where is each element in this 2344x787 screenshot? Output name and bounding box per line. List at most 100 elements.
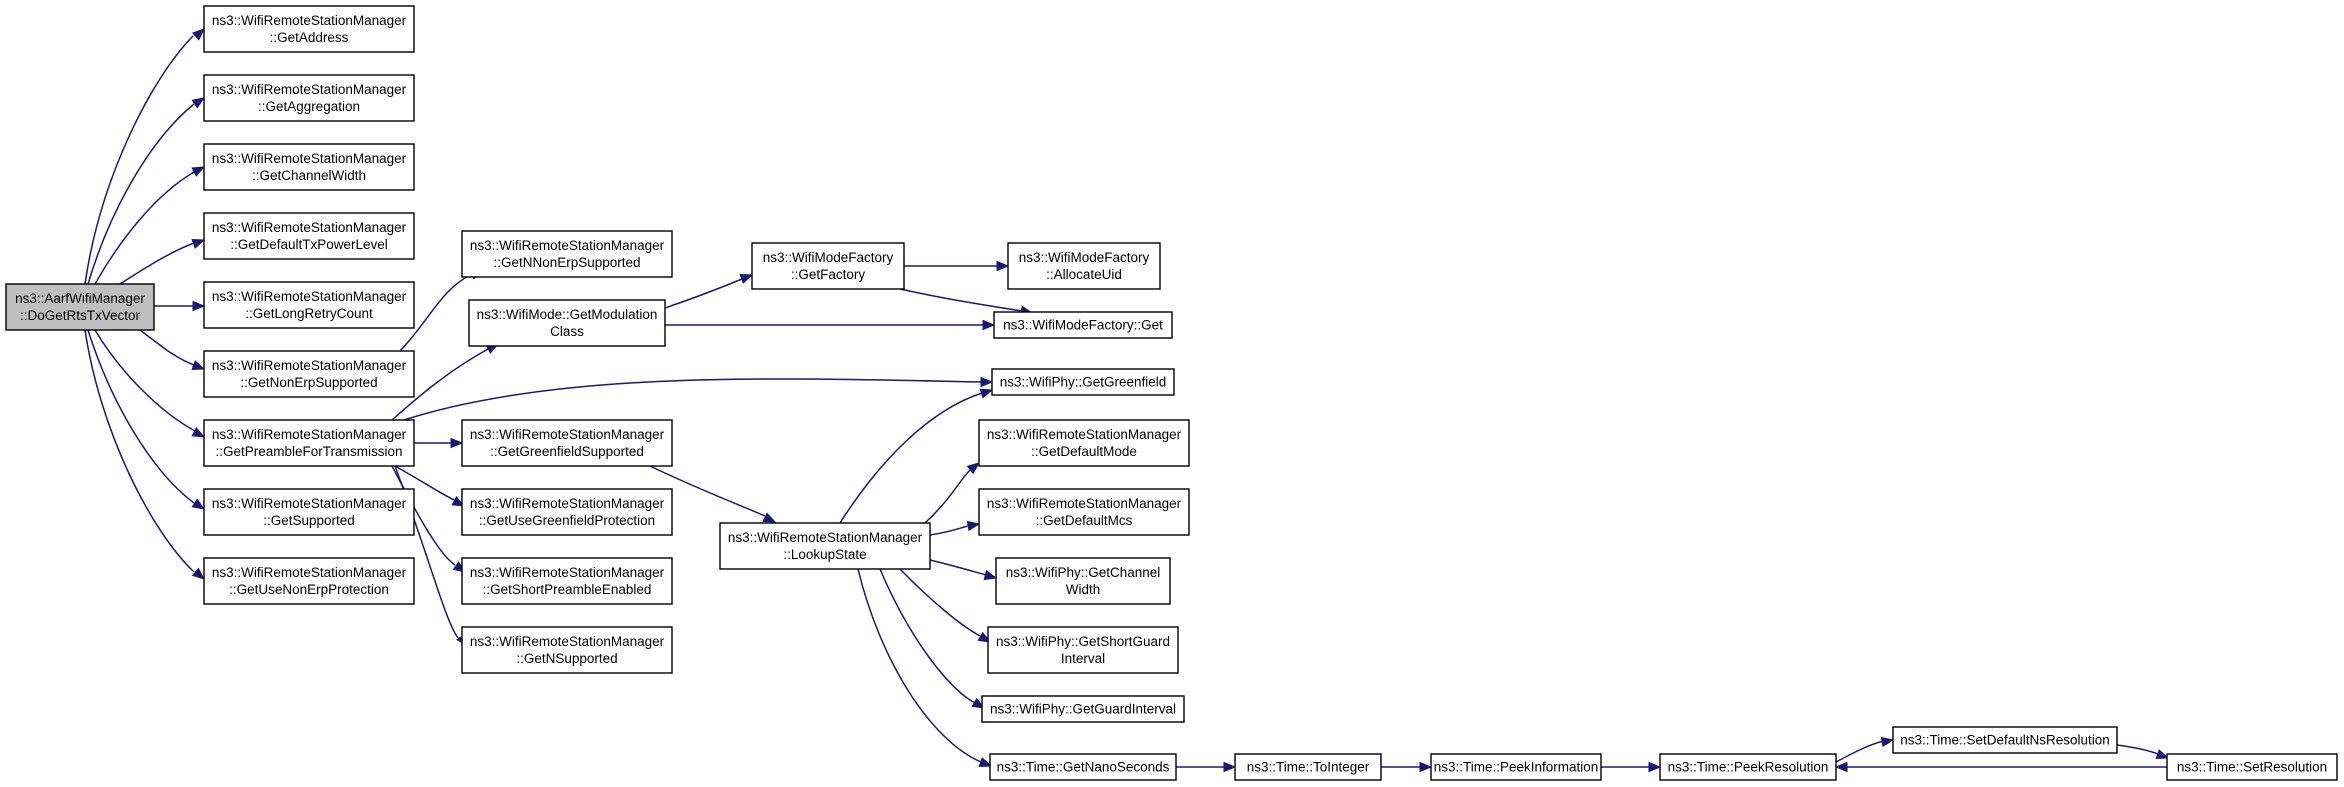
node-label: ns3::WifiRemoteStationManager: [728, 530, 923, 545]
node-glrc[interactable]: ns3::WifiRemoteStationManager::GetLongRe…: [203, 281, 415, 329]
node-box: [987, 626, 1179, 674]
arrowhead-icon: [450, 437, 464, 449]
arrowhead-icon: [191, 28, 205, 41]
node-box: [203, 143, 415, 191]
edge-line: [84, 35, 194, 285]
node-box: [1234, 753, 1382, 781]
edge-lstate-to-gdmcs: [929, 520, 981, 536]
node-label: ::GetNNonErpSupported: [493, 255, 640, 270]
node-pgi[interactable]: ns3::WifiPhy::GetGuardInterval: [981, 695, 1185, 723]
node-lstate[interactable]: ns3::WifiRemoteStationManager::LookupSta…: [719, 522, 931, 570]
edge-line: [394, 465, 455, 501]
node-gdmcs[interactable]: ns3::WifiRemoteStationManager::GetDefaul…: [978, 488, 1190, 536]
node-box: [5, 283, 155, 331]
edge-line: [879, 568, 976, 704]
node-gdtx[interactable]: ns3::WifiRemoteStationManager::GetDefaul…: [203, 212, 415, 260]
node-gugp[interactable]: ns3::WifiRemoteStationManager::GetUseGre…: [461, 488, 673, 536]
nodes-layer: ns3::AarfWifiManager::DoGetRtsTxVectorns…: [5, 5, 2338, 781]
node-pcw[interactable]: ns3::WifiPhy::GetChannelWidth: [995, 557, 1171, 605]
node-tint[interactable]: ns3::Time::ToInteger: [1234, 753, 1382, 781]
node-label: ::AllocateUid: [1046, 267, 1122, 282]
node-label: Interval: [1061, 651, 1105, 666]
node-box: [461, 626, 673, 674]
node-tgns[interactable]: ns3::Time::GetNanoSeconds: [989, 753, 1177, 781]
node-box: [468, 299, 666, 347]
node-gagg[interactable]: ns3::WifiRemoteStationManager::GetAggreg…: [203, 74, 415, 122]
node-auid[interactable]: ns3::WifiModeFactory::AllocateUid: [1007, 242, 1161, 290]
node-box: [203, 281, 415, 329]
node-gnnerp[interactable]: ns3::WifiRemoteStationManager::GetNNonEr…: [461, 230, 673, 278]
node-ggreen[interactable]: ns3::WifiPhy::GetGreenfield: [991, 368, 1175, 396]
node-box: [203, 350, 415, 398]
node-label: ns3::WifiRemoteStationManager: [212, 496, 407, 511]
node-label: ::GetUseGreenfieldProtection: [479, 513, 655, 528]
arrowhead-icon: [971, 697, 986, 709]
edge-lstate-to-gdmode: [924, 462, 981, 524]
arrowhead-icon: [996, 260, 1010, 272]
arrowhead-icon: [192, 300, 206, 312]
node-box: [203, 419, 415, 467]
node-label: ns3::Time::PeekInformation: [1434, 760, 1599, 775]
node-gspe[interactable]: ns3::WifiRemoteStationManager::GetShortP…: [461, 557, 673, 605]
node-root[interactable]: ns3::AarfWifiManager::DoGetRtsTxVector: [5, 283, 155, 331]
node-box: [203, 212, 415, 260]
node-label: ns3::Time::PeekResolution: [1668, 760, 1829, 775]
node-box: [978, 419, 1190, 467]
node-box: [461, 419, 673, 467]
edge-lstate-to-tgns: [857, 568, 993, 767]
node-label: ns3::WifiRemoteStationManager: [212, 13, 407, 28]
edge-root-to-gunep: [84, 329, 206, 580]
edge-ggfs-to-lstate: [649, 465, 777, 523]
edge-tint-to-tpinf: [1381, 761, 1433, 773]
edge-line: [399, 273, 473, 352]
edge-lstate-to-ggreen: [839, 388, 994, 524]
node-label: ns3::WifiPhy::GetChannel: [1006, 565, 1161, 580]
node-tpinf[interactable]: ns3::Time::PeekInformation: [1430, 753, 1602, 781]
edge-gfact-to-auid: [904, 260, 1010, 272]
node-label: ns3::Time::GetNanoSeconds: [997, 760, 1170, 775]
node-label: ::GetDefaultMode: [1031, 444, 1137, 459]
node-gunep[interactable]: ns3::WifiRemoteStationManager::GetUseNon…: [203, 557, 415, 605]
edge-tsdns-to-tsres: [2116, 744, 2170, 759]
node-gnerp[interactable]: ns3::WifiRemoteStationManager::GetNonErp…: [203, 350, 415, 398]
node-gfact[interactable]: ns3::WifiModeFactory::GetFactory: [751, 242, 905, 290]
node-box: [719, 522, 931, 570]
arrowhead-icon: [762, 512, 777, 523]
edge-tpinf-to-tpres: [1601, 761, 1662, 773]
node-gsup[interactable]: ns3::WifiRemoteStationManager::GetSuppor…: [203, 488, 415, 536]
node-gns[interactable]: ns3::WifiRemoteStationManager::GetNSuppo…: [461, 626, 673, 674]
node-tsres[interactable]: ns3::Time::SetResolution: [2166, 753, 2338, 781]
arrowhead-icon: [1880, 736, 1895, 748]
node-label: ns3::Time::ToInteger: [1247, 760, 1370, 775]
node-gpft[interactable]: ns3::WifiRemoteStationManager::GetPreamb…: [203, 419, 415, 467]
node-gaddr[interactable]: ns3::WifiRemoteStationManager::GetAddres…: [203, 5, 415, 53]
node-label: ns3::WifiRemoteStationManager: [212, 565, 407, 580]
node-label: ns3::WifiRemoteStationManager: [470, 496, 665, 511]
node-tsdns[interactable]: ns3::Time::SetDefaultNsResolution: [1892, 726, 2118, 754]
node-label: ::GetUseNonErpProtection: [229, 582, 389, 597]
node-label: ns3::WifiRemoteStationManager: [987, 496, 1182, 511]
node-ggfs[interactable]: ns3::WifiRemoteStationManager::GetGreenf…: [461, 419, 673, 467]
edge-line: [899, 288, 1023, 312]
node-gdmode[interactable]: ns3::WifiRemoteStationManager::GetDefaul…: [978, 419, 1190, 467]
edge-line: [929, 559, 987, 576]
node-box: [203, 557, 415, 605]
arrowhead-icon: [978, 757, 993, 767]
node-tpres[interactable]: ns3::Time::PeekResolution: [1659, 753, 1837, 781]
node-gcw[interactable]: ns3::WifiRemoteStationManager::GetChanne…: [203, 143, 415, 191]
arrowhead-icon: [977, 631, 992, 643]
node-label: ns3::WifiRemoteStationManager: [212, 289, 407, 304]
node-label: ns3::Time::SetResolution: [2177, 760, 2327, 775]
node-label: ns3::WifiMode::GetModulation: [477, 307, 658, 322]
node-label: ns3::WifiPhy::GetShortGuard: [996, 634, 1170, 649]
edge-line: [94, 329, 196, 432]
edge-tsres-to-tpres: [1834, 761, 2167, 773]
edge-line: [924, 469, 971, 524]
node-box: [203, 488, 415, 536]
node-mfget[interactable]: ns3::WifiModeFactory::Get: [993, 311, 1173, 339]
node-label: ns3::WifiRemoteStationManager: [212, 220, 407, 235]
node-box: [995, 557, 1171, 605]
